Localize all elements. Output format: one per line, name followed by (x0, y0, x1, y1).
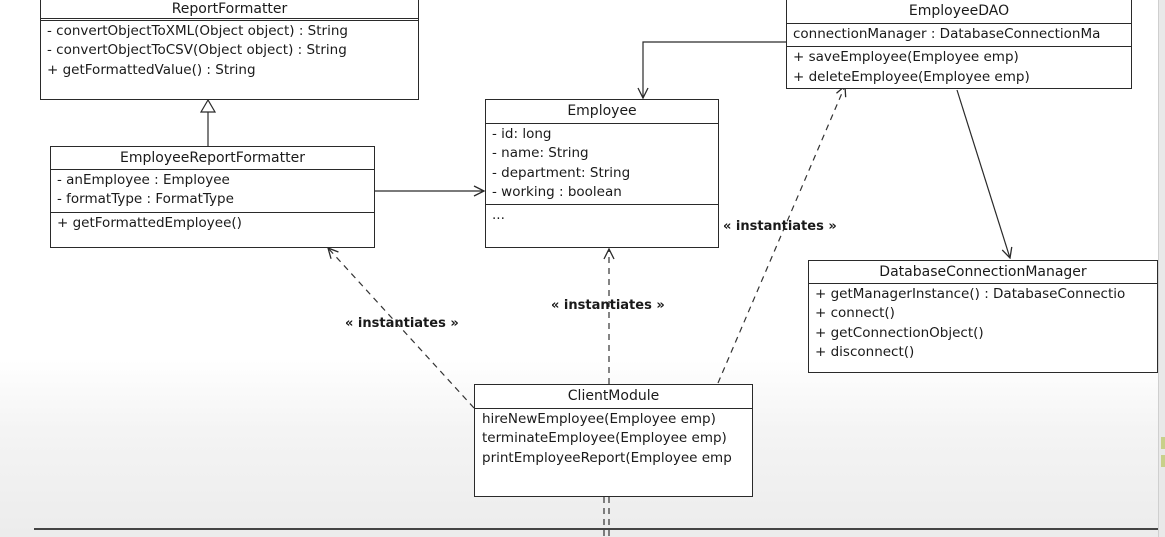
operations-compartment: + getManagerInstance() : DatabaseConnect… (809, 284, 1157, 364)
operation: + getManagerInstance() : DatabaseConnect… (815, 286, 1126, 302)
operation: terminateEmployee(Employee emp) (482, 430, 727, 447)
operations-compartment: + saveEmployee(Employee emp) + deleteEmp… (787, 47, 1131, 88)
operation: + getConnectionObject() (815, 324, 984, 341)
class-name: Employee (486, 100, 718, 124)
operation: + getFormattedValue() : String (47, 61, 256, 78)
attributes-compartment: connectionManager : DatabaseConnectionMa (787, 24, 1131, 48)
class-employee-report-formatter[interactable]: EmployeeReportFormatter - anEmployee : E… (50, 146, 375, 248)
operation: + getFormattedEmployee() (57, 214, 242, 231)
operations-compartment: hireNewEmployee(Employee emp) terminateE… (475, 409, 752, 470)
right-panel-edge (1158, 0, 1165, 537)
association-dao-connection-manager (956, 89, 1010, 258)
operation: hireNewEmployee(Employee emp) (482, 411, 716, 427)
attribute: - department: String (492, 164, 631, 181)
operation: + disconnect() (815, 343, 915, 360)
dependency-client-dao (717, 86, 845, 384)
attribute: - working : boolean (492, 183, 622, 200)
stereotype-label-employee: « instantiates » (551, 298, 665, 313)
class-report-formatter[interactable]: ReportFormatter - convertObjectToXML(Obj… (40, 0, 419, 100)
class-name: EmployeeDAO (787, 0, 1131, 24)
class-name: EmployeeReportFormatter (51, 147, 374, 170)
operation: - convertObjectToCSV(Object object) : St… (47, 42, 347, 59)
class-name: ReportFormatter (41, 0, 418, 21)
class-employee-dao[interactable]: EmployeeDAO connectionManager : Database… (786, 0, 1132, 89)
stereotype-label-formatter: « instantiates » (345, 316, 459, 331)
dependency-client-formatter (328, 248, 475, 409)
class-client-module[interactable]: ClientModule hireNewEmployee(Employee em… (474, 384, 753, 497)
operation-ellipsis: ... (492, 207, 505, 224)
attributes-compartment: - anEmployee : Employee - formatType : F… (51, 170, 374, 213)
stereotype-label-dao: « instantiates » (723, 219, 837, 234)
operation: + connect() (815, 305, 895, 322)
attribute: connectionManager : DatabaseConnectionMa (793, 26, 1101, 42)
operation: + saveEmployee(Employee emp) (793, 49, 1019, 66)
operation: + deleteEmployee(Employee emp) (793, 68, 1030, 85)
class-name: ClientModule (475, 385, 752, 409)
canvas-bottom-divider (34, 528, 1158, 530)
panel-marker (1161, 455, 1165, 467)
attribute: - id: long (492, 126, 552, 142)
association-dao-employee (643, 41, 786, 98)
attribute: - name: String (492, 145, 589, 162)
class-database-connection-manager[interactable]: DatabaseConnectionManager + getManagerIn… (808, 260, 1158, 373)
attributes-compartment: - id: long - name: String - department: … (486, 124, 718, 206)
operations-compartment: ... (486, 205, 718, 227)
attribute: - formatType : FormatType (57, 191, 234, 208)
attribute: - anEmployee : Employee (57, 172, 230, 188)
operations-compartment: + getFormattedEmployee() (51, 213, 374, 235)
operations-compartment: - convertObjectToXML(Object object) : St… (41, 21, 418, 82)
operation: printEmployeeReport(Employee emp (482, 449, 732, 466)
class-name: DatabaseConnectionManager (809, 261, 1157, 284)
panel-marker (1161, 437, 1165, 449)
operation: - convertObjectToXML(Object object) : St… (47, 23, 348, 39)
class-employee[interactable]: Employee - id: long - name: String - dep… (485, 99, 719, 248)
generalization-arrowhead (199, 98, 217, 113)
